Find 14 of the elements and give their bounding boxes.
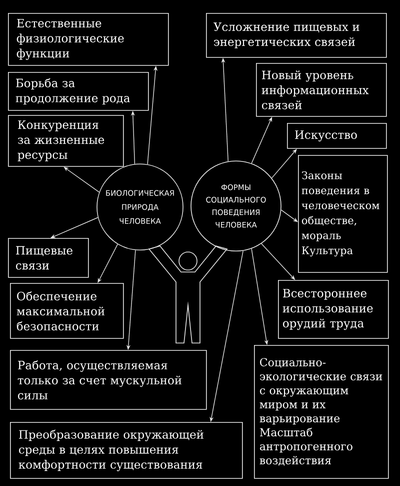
text-box: Усложнение пищевых и энергетических связей [206,13,387,58]
arrow [98,244,118,283]
text-box: Новый уровень информационных связей [256,63,387,117]
text-box: Конкуренция за жизненные ресурсы [8,115,124,167]
text-box: Естественные физиологические функции [8,13,169,66]
text-box: Борьба за продолжение рода [8,72,149,111]
text-box: Работа, осуществляемая только за счет мускульной силы [10,350,207,410]
text-box: Законы поведения в человеческом обществе, мораль Культура [298,155,388,273]
text-box: Преобразование окружающей среды в целях повышения комфортности существования [10,422,243,479]
text-box: Пищевые связи [8,238,89,278]
text-box: Обеспечение максимальной безопасности [10,283,124,339]
text-box: Искусство [287,123,387,149]
text-box: Социально-экологические связи с окружающим миром и их варьирование Масштаб антропогенного воздействия [254,345,389,479]
text-box: Всестороннее использование орудий труда [278,280,389,339]
